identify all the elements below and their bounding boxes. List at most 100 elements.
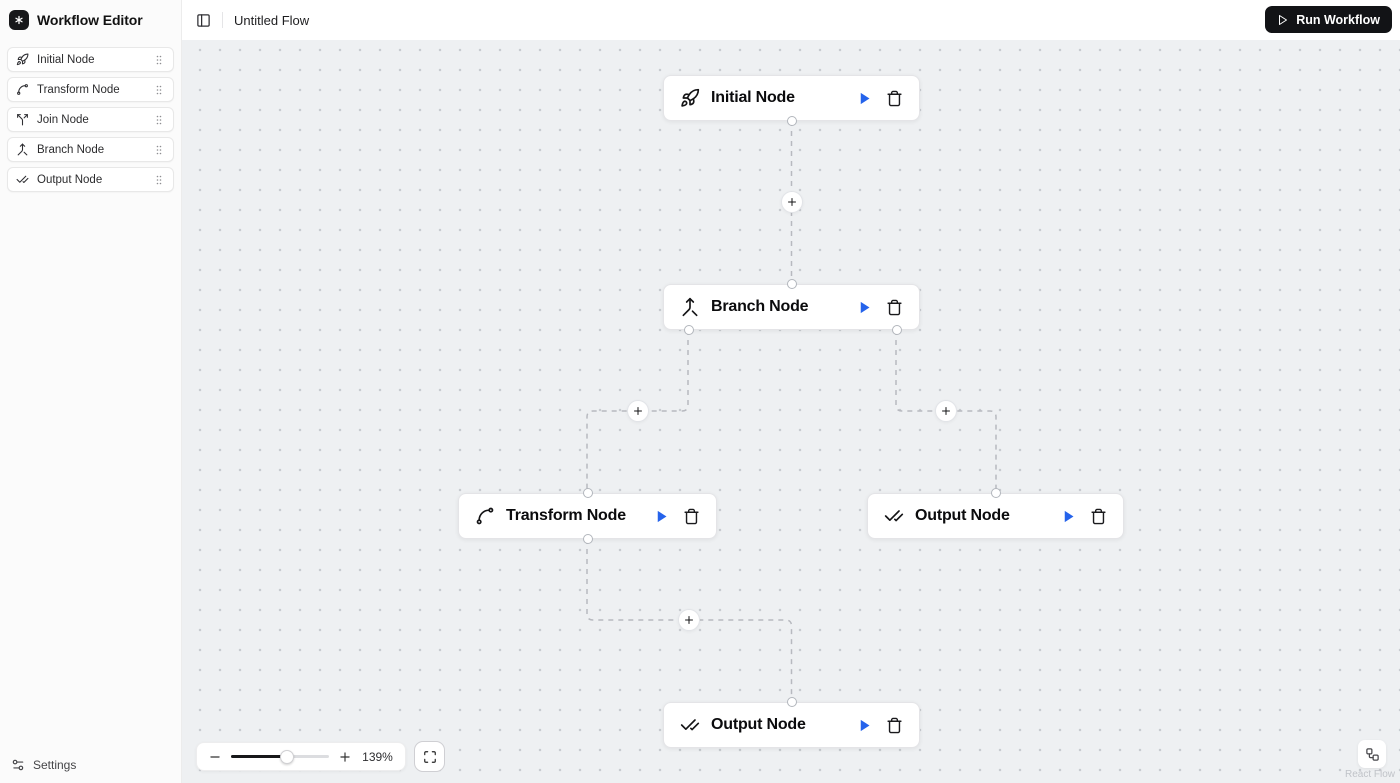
app-logo [9,10,29,30]
settings-icon [11,758,25,772]
source-handle[interactable] [582,534,593,544]
node-transform[interactable]: Transform Node [458,488,717,544]
play-icon [857,91,872,106]
drag-handle-icon[interactable] [153,114,165,126]
add-node-on-edge-button[interactable] [934,400,957,422]
check-check-icon [16,173,29,186]
target-handle[interactable] [582,488,593,498]
drag-handle-icon[interactable] [153,144,165,156]
node-title: Branch Node [711,298,809,315]
play-icon [1277,14,1289,26]
plus-icon [683,614,695,626]
fit-view-button[interactable] [414,741,445,772]
palette-item-label: Initial Node [37,53,95,66]
node-branch[interactable]: Branch Node [663,279,920,335]
source-handle[interactable] [786,116,797,126]
zoom-in-button[interactable] [338,750,352,764]
top-bar: Untitled Flow Run Workflow [182,0,1400,40]
trash-icon [886,299,903,316]
workflow-icon [1365,747,1380,762]
maximize-icon [423,750,437,764]
node-title: Output Node [711,716,806,733]
play-icon [857,718,872,733]
sidebar-header: Workflow Editor [0,0,181,40]
plus-icon [632,405,644,417]
zoom-control-panel: 139% [196,742,406,771]
attribution-text: React Flow [1344,769,1395,780]
drag-handle-icon[interactable] [153,84,165,96]
node-run-button[interactable] [1061,509,1076,524]
node-delete-button[interactable] [886,90,903,107]
node-delete-button[interactable] [683,508,700,525]
play-icon [857,300,872,315]
add-node-on-edge-button[interactable] [678,609,700,631]
node-delete-button[interactable] [886,717,903,734]
plus-icon [786,196,798,208]
node-initial[interactable]: Initial Node [663,75,920,126]
trash-icon [683,508,700,525]
split-icon [16,113,29,126]
node-run-button[interactable] [857,91,872,106]
merge-icon [680,297,700,317]
palette-item-join-node[interactable]: Join Node [7,107,174,132]
zoom-slider-thumb[interactable] [279,749,294,764]
node-output-right[interactable]: Output Node [867,488,1124,539]
merge-icon [16,143,29,156]
node-delete-button[interactable] [1090,508,1107,525]
flow-canvas[interactable]: Initial Node Branch Node Transform Node … [182,40,1400,783]
play-icon [654,509,669,524]
target-handle[interactable] [786,279,797,289]
node-run-button[interactable] [654,509,669,524]
zoom-out-button[interactable] [208,750,222,764]
add-node-on-edge-button[interactable] [780,191,803,213]
attribution-panel: React Flow [1345,740,1395,780]
target-handle[interactable] [990,488,1001,498]
node-title: Initial Node [711,89,795,106]
trash-icon [886,717,903,734]
canvas-controls: 139% [196,741,445,772]
app-title: Workflow Editor [37,12,143,28]
sidebar: Workflow Editor Initial Node Transform N… [0,0,182,783]
trash-icon [1090,508,1107,525]
source-handle-right[interactable] [892,325,902,335]
drag-handle-icon[interactable] [153,54,165,66]
palette-item-label: Output Node [37,173,103,186]
node-palette: Initial Node Transform Node Join Node Br… [0,40,181,199]
zoom-level: 139% [362,749,393,764]
run-workflow-label: Run Workflow [1296,12,1380,27]
asterisk-icon [13,14,25,26]
main-area: Untitled Flow Run Workflow Initial Node [182,0,1400,783]
node-title: Transform Node [506,507,626,524]
rocket-icon [680,88,700,108]
rocket-icon [16,53,29,66]
flow-title: Untitled Flow [234,12,310,28]
spline-icon [16,83,29,96]
zoom-slider[interactable] [231,749,329,764]
drag-handle-icon[interactable] [153,174,165,186]
palette-item-output-node[interactable]: Output Node [7,167,174,192]
palette-item-branch-node[interactable]: Branch Node [7,137,174,162]
settings-button[interactable]: Settings [0,748,181,783]
node-title: Output Node [915,507,1010,524]
node-delete-button[interactable] [886,299,903,316]
panel-left-icon [196,13,211,28]
node-run-button[interactable] [857,300,872,315]
edges-layer [586,121,997,702]
trash-icon [886,90,903,107]
target-handle[interactable] [786,697,797,707]
zoom-slider-fill [231,754,287,759]
node-output-bottom[interactable]: Output Node [663,697,920,748]
react-flow-logo-button[interactable] [1358,740,1386,768]
node-run-button[interactable] [857,718,872,733]
check-check-icon [884,506,904,526]
palette-item-label: Transform Node [37,83,120,96]
palette-item-initial-node[interactable]: Initial Node [7,47,174,72]
sidebar-toggle-button[interactable] [196,13,211,28]
source-handle-left[interactable] [684,325,694,335]
settings-label: Settings [33,758,77,772]
palette-item-label: Join Node [37,113,89,126]
add-node-on-edge-button[interactable] [626,400,649,422]
palette-item-transform-node[interactable]: Transform Node [7,77,174,102]
run-workflow-button[interactable]: Run Workflow [1265,6,1392,33]
minus-icon [208,750,222,764]
